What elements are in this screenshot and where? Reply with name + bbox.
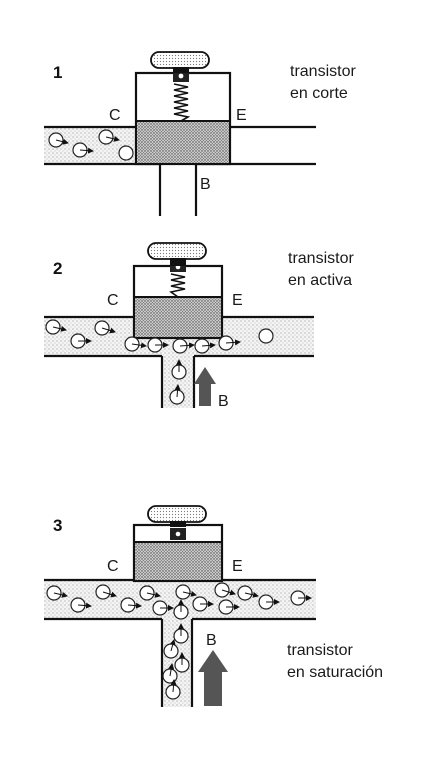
state-label-line-2: en corte [290,85,348,102]
state-label-line-2: en activa [288,272,352,289]
adjust-knob-icon [147,505,207,523]
spring-icon [170,528,186,540]
carriers [48,129,134,161]
base-current-arrow-icon [194,367,216,406]
valve-gate [135,120,231,165]
adjust-knob-icon [150,51,210,69]
state-label-line-1: transistor [290,63,356,80]
adjust-knob-icon [147,242,207,260]
base-label: B [200,176,211,193]
panel-number: 1 [53,63,62,82]
carriers [46,582,312,700]
base-label: B [218,393,229,410]
collector-label: C [107,558,119,575]
valve-gate [133,296,223,339]
emitter-label: E [232,558,243,575]
panel-number: 2 [53,259,62,278]
carriers [45,319,274,405]
collector-label: C [109,107,121,124]
state-label-line-1: transistor [288,250,354,267]
state-label-line-2: en saturación [287,664,383,681]
state-label-line-1: transistor [287,642,353,659]
panel-2: 2 transistor en activa C E B [44,242,354,410]
base-label: B [206,632,217,649]
panel-3: 3 transistor en saturación C E B [44,505,383,707]
emitter-label: E [236,107,247,124]
valve-gate [133,541,223,582]
panel-number: 3 [53,516,62,535]
base-current-arrow-icon [198,650,228,706]
panel-1: 1 transistor en corte C E B [44,51,356,216]
collector-label: C [107,292,119,309]
emitter-label: E [232,292,243,309]
